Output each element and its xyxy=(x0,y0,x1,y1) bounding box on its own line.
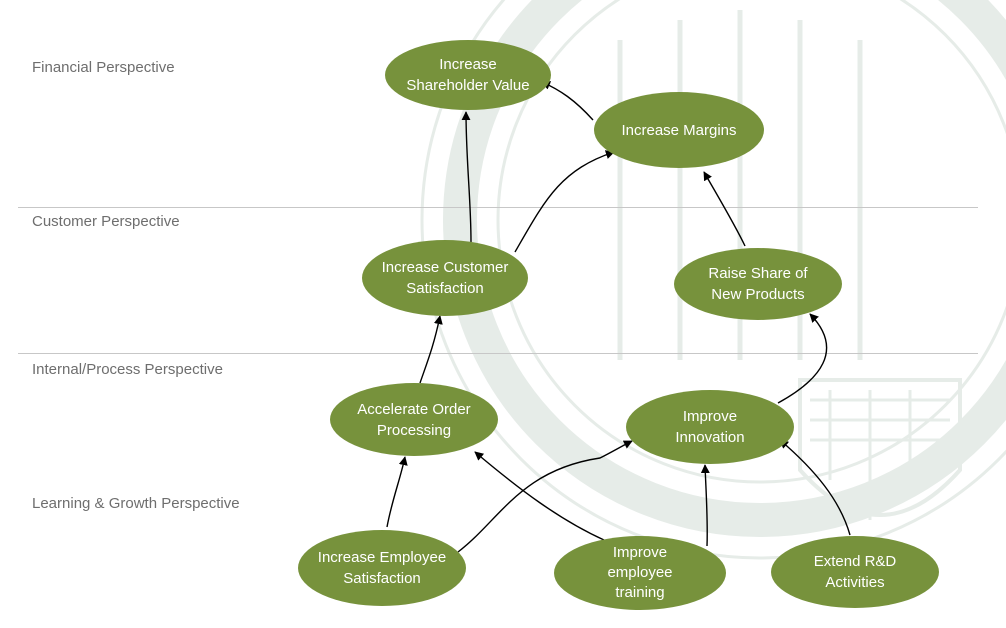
arrow-accelerate-to-customer-sat xyxy=(419,315,443,384)
node-extend-rd-activities[interactable]: Extend R&D Activities xyxy=(771,536,939,608)
node-increase-shareholder-value[interactable]: Increase Shareholder Value xyxy=(385,40,551,110)
node-accelerate-order-processing[interactable]: Accelerate Order Processing xyxy=(330,383,498,456)
arrow-customer-sat-to-margins xyxy=(514,150,615,253)
arrow-innovation-to-new-products xyxy=(777,313,828,404)
node-raise-share-new-products[interactable]: Raise Share of New Products xyxy=(674,248,842,320)
arrow-training-to-accelerate xyxy=(474,451,605,541)
arrow-employee-sat-to-innovation xyxy=(457,440,633,553)
node-increase-employee-satisfaction[interactable]: Increase Employee Satisfaction xyxy=(298,530,466,606)
arrow-training-to-innovation xyxy=(700,464,710,547)
arrow-employee-sat-to-accelerate xyxy=(386,456,408,528)
divider-customer-internal xyxy=(18,353,978,354)
internal-process-perspective-label: Internal/Process Perspective xyxy=(32,361,223,378)
arrow-customer-sat-to-shareholder xyxy=(461,111,472,243)
arrow-margins-to-shareholder xyxy=(541,81,594,121)
learning-growth-perspective-label: Learning & Growth Perspective xyxy=(32,495,240,512)
arrow-new-products-to-margins xyxy=(703,171,746,247)
arrow-rd-to-innovation xyxy=(779,439,851,536)
node-increase-customer-satisfaction[interactable]: Increase Customer Satisfaction xyxy=(362,240,528,316)
node-improve-employee-training[interactable]: Improve employee training xyxy=(554,536,726,610)
customer-perspective-label: Customer Perspective xyxy=(32,213,180,230)
divider-financial-customer xyxy=(18,207,978,208)
node-improve-innovation[interactable]: Improve Innovation xyxy=(626,390,794,464)
financial-perspective-label: Financial Perspective xyxy=(32,59,175,76)
node-increase-margins[interactable]: Increase Margins xyxy=(594,92,764,168)
